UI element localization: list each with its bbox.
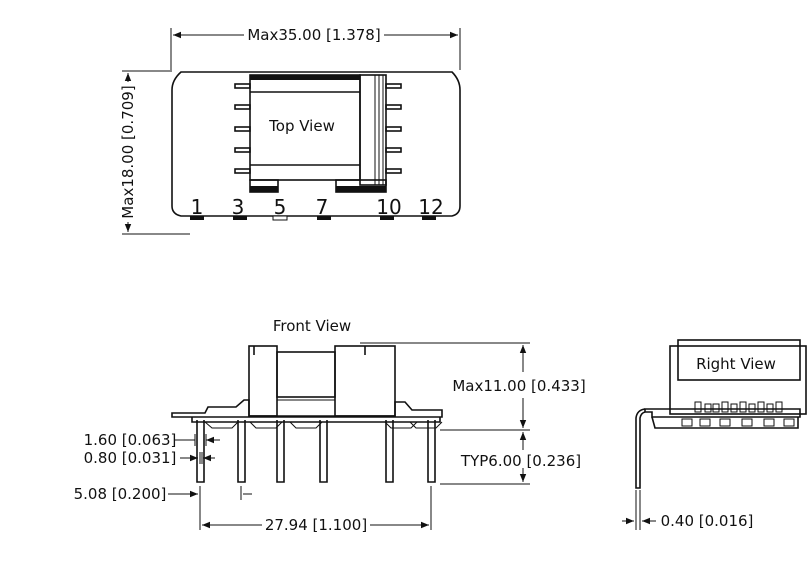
front-lead-dimension: TYP6.00 [0.236] — [440, 432, 581, 485]
right-thickness-dimension: 0.40 [0.016] — [622, 490, 753, 530]
top-view: Max35.00 [1.378] Max18.00 [0.709] Top Vi… — [119, 26, 461, 235]
pin-label-5: 5 — [274, 195, 287, 219]
pin-label-3: 3 — [232, 195, 245, 219]
pin-label-7: 7 — [316, 195, 329, 219]
front-pin-width-dimension: 1.60 [0.063] 0.80 [0.031] — [84, 431, 220, 467]
top-height-dimension: Max18.00 [0.709] — [119, 70, 190, 235]
pitch-label: 5.08 [0.200] — [74, 485, 167, 503]
right-lead-tabs — [694, 401, 783, 413]
right-lead — [635, 408, 646, 489]
top-width-dimension: Max35.00 [1.378] — [170, 26, 461, 70]
span-label: 27.94 [1.100] — [265, 516, 367, 534]
top-width-label: Max35.00 [1.378] — [247, 26, 380, 44]
top-bobbin-top-bar — [250, 75, 360, 80]
right-view: Right View — [622, 339, 807, 530]
thickness-label: 0.40 [0.016] — [661, 512, 754, 530]
right-body — [669, 345, 807, 415]
front-core-right — [334, 345, 396, 417]
top-view-title: Top View — [268, 117, 335, 135]
front-core-left — [248, 345, 278, 417]
pin-label-1: 1 — [191, 195, 204, 219]
front-span-dimension: 27.94 [1.100] — [202, 486, 432, 534]
front-view-title: Front View — [273, 317, 351, 335]
top-left-leads — [234, 83, 251, 174]
front-lead-label: TYP6.00 [0.236] — [460, 452, 581, 470]
front-pins — [196, 420, 436, 483]
top-height-label: Max18.00 [0.709] — [119, 85, 137, 218]
pin-width-a-label: 1.60 [0.063] — [84, 431, 177, 449]
top-right-leads — [385, 83, 402, 174]
pin-label-10: 10 — [376, 195, 401, 219]
right-view-title: Right View — [696, 355, 776, 373]
front-view: Front View Max11.00 — [74, 317, 586, 534]
top-body-outline — [171, 71, 461, 217]
pin-label-12: 12 — [418, 195, 443, 219]
front-height-label: Max11.00 [0.433] — [452, 377, 585, 395]
front-height-dimension: Max11.00 [0.433] — [360, 342, 586, 431]
front-pitch-dimension: 5.08 [0.200] — [74, 485, 252, 530]
pin-width-b-label: 0.80 [0.031] — [84, 449, 177, 467]
pin-number-labels: 1 3 5 7 10 12 — [191, 195, 444, 219]
top-pin-stubs — [190, 215, 436, 221]
top-side-flange — [359, 74, 387, 186]
front-base — [171, 399, 443, 418]
